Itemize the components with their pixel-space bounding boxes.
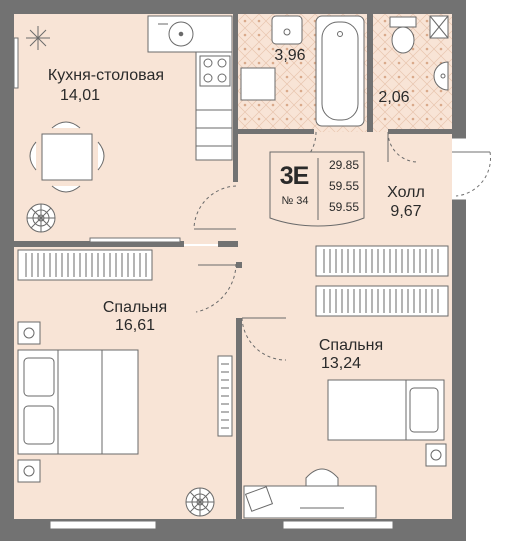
- kitchen-room-area: 14,01: [59, 87, 101, 104]
- lamp-icon: [26, 26, 50, 50]
- plant-icon: [26, 203, 56, 233]
- vent-cross: [429, 15, 449, 39]
- bedroom-right-room-area: 13,24: [320, 355, 362, 372]
- bathroom-fixtures: [240, 15, 365, 127]
- pillow-1: [23, 357, 55, 397]
- pillow-2: [23, 405, 55, 445]
- toilet-tank: [389, 16, 417, 28]
- wall-top: [0, 0, 466, 14]
- apartment-code: 3Е: [279, 162, 310, 190]
- bedroom-left-room-area: 16,61: [114, 317, 156, 334]
- wall-hall-wc: [388, 129, 452, 134]
- nightstand-top-lamp: [23, 327, 35, 339]
- double-bed-icon: [17, 321, 139, 483]
- wall-right-top: [452, 0, 466, 138]
- wall-kitchen-hall: [233, 132, 238, 182]
- desk-chair: [305, 468, 339, 487]
- window-kitchen: [13, 37, 19, 89]
- apartment-area-total: 59.55: [328, 179, 360, 193]
- exterior-walls: [0, 0, 466, 541]
- chair-bottom: [51, 185, 81, 193]
- interior-walls: [14, 14, 452, 519]
- wardrobe-hangers: [25, 249, 439, 429]
- plant-icon-bedroom: [185, 487, 215, 517]
- wall-hall-bath: [238, 129, 314, 134]
- toilet-icon: [391, 26, 415, 54]
- interior-doors: [193, 131, 419, 361]
- window-bedroom-right: [282, 520, 394, 530]
- wardrobes: [17, 245, 449, 437]
- stove-burner-3: [203, 73, 213, 83]
- window-kitchen-bottom: [89, 237, 181, 243]
- wc-sink-drain: [440, 73, 446, 79]
- bedroom-left-room-name: Спальня: [102, 299, 168, 316]
- wall-right-bottom: [452, 200, 466, 541]
- kitchen-furniture: [26, 15, 233, 161]
- window-bedroom-left: [49, 520, 157, 530]
- hall-room-name: Холл: [387, 184, 425, 201]
- entrance-swing: [455, 151, 491, 197]
- chair-right: [97, 141, 105, 171]
- hall-room-area: 9,67: [390, 203, 422, 220]
- single-bed-pillow: [409, 387, 439, 433]
- windows: [13, 37, 394, 530]
- apartment-area-full: 59.55: [328, 200, 360, 214]
- chair-left: [29, 141, 37, 171]
- door-bedroom-left-swing: [195, 263, 237, 313]
- wall-left-bedroom-door: [236, 262, 242, 268]
- entrance-gap: [452, 138, 466, 200]
- entrance-door: [452, 137, 491, 201]
- apartment-badge-bg: [269, 151, 365, 227]
- bathtub-inner: [321, 21, 359, 121]
- door-wc-swing: [387, 131, 419, 163]
- stove-burner-2: [217, 58, 227, 68]
- hall-floor-lower: [236, 240, 316, 320]
- sink-drain: [178, 31, 184, 37]
- wardrobe-bedroom-left: [17, 249, 153, 281]
- stove-burner-1: [203, 58, 213, 68]
- bathroom-area: 3,96: [274, 47, 306, 64]
- wall-left: [0, 0, 14, 541]
- apartment-number: № 34: [281, 195, 309, 207]
- bed-blanket: [57, 349, 139, 455]
- wall-kitchen-bottom-2: [218, 241, 238, 247]
- wall-bath-wc: [367, 14, 373, 132]
- dining-table-icon: [29, 121, 105, 193]
- apartment-area-living: 29.85: [328, 158, 360, 172]
- bedroom-right-room-name: Спальня: [318, 337, 384, 354]
- nightstand-right-lamp: [430, 449, 442, 461]
- desk-icon: [243, 468, 377, 519]
- bathtub-drain: [337, 31, 343, 37]
- washbasin-drain: [283, 28, 291, 36]
- stove-burner-4: [217, 73, 227, 83]
- nightstand-bottom-lamp: [23, 465, 35, 477]
- dining-table: [41, 133, 93, 181]
- single-bed-icon: [327, 379, 447, 467]
- wall-kitchen-bottom: [14, 241, 184, 247]
- single-bed-blanket: [327, 379, 407, 441]
- washing-machine-icon: [240, 67, 276, 101]
- desk-laptop: [244, 486, 274, 512]
- chair-top: [51, 121, 81, 129]
- wc-fixtures: [389, 15, 449, 91]
- door-kitchen-swing: [193, 185, 237, 229]
- wc-area: 2,06: [378, 89, 410, 106]
- wall-bedroom-divider: [236, 318, 242, 519]
- wall-kitchen-bath: [233, 14, 238, 132]
- kitchen-room-name: Кухня-столовая: [47, 67, 165, 84]
- door-bedroom-right-swing: [241, 317, 287, 361]
